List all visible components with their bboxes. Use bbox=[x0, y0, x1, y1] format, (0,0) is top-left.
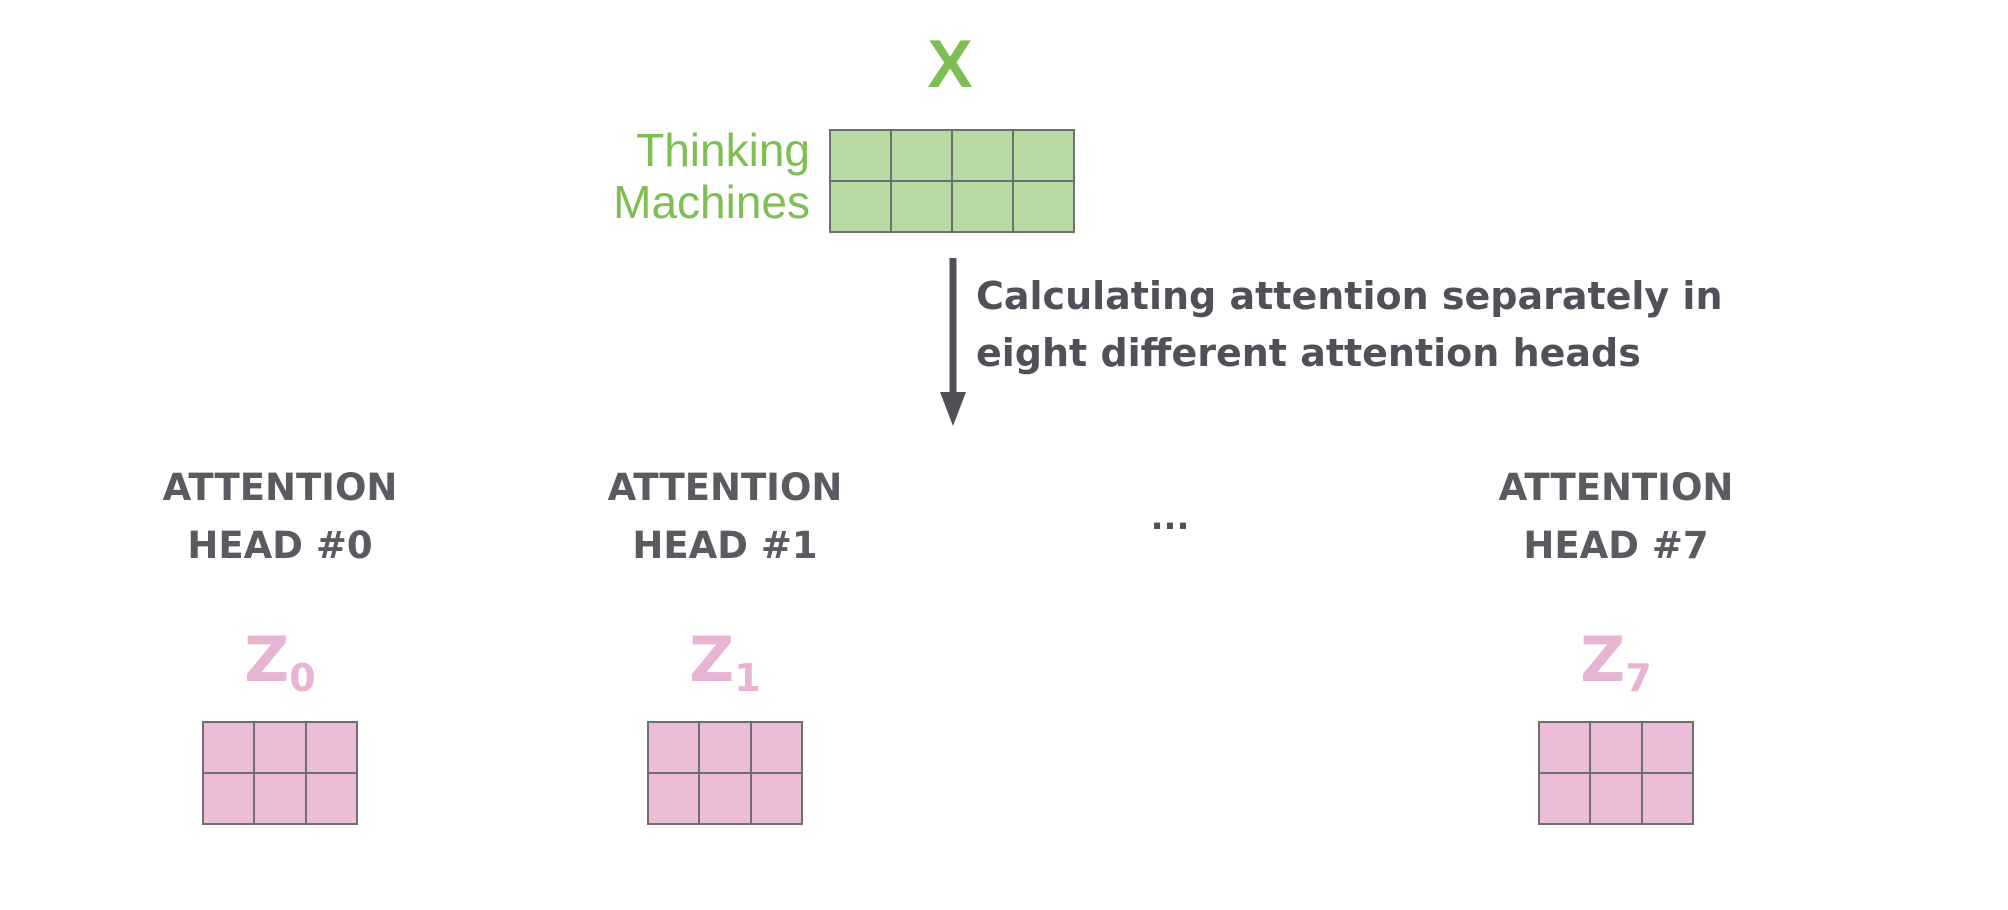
matrix-cell bbox=[830, 130, 891, 181]
matrix-cell bbox=[648, 773, 700, 824]
head-title-line-2: HEAD #7 bbox=[1523, 524, 1709, 567]
input-x-label: X bbox=[927, 26, 973, 102]
matrix-cell bbox=[1590, 722, 1642, 773]
matrix-cell bbox=[1539, 722, 1591, 773]
z-output-label: Z7 bbox=[1580, 623, 1652, 701]
input-x-matrix bbox=[829, 129, 1075, 233]
matrix-cell bbox=[203, 722, 255, 773]
z-output-label: Z1 bbox=[689, 623, 761, 701]
input-words: Thinking Machines bbox=[560, 124, 810, 228]
head-title-line-2: HEAD #0 bbox=[187, 524, 373, 567]
head-title-line-2: HEAD #1 bbox=[632, 524, 818, 567]
arrow-caption: Calculating attention separately in eigh… bbox=[976, 268, 1876, 382]
caption-line-2: eight different attention heads bbox=[976, 331, 1641, 375]
attention-head-7: ATTENTION HEAD #7 Z7 bbox=[1466, 459, 1766, 825]
matrix-cell bbox=[699, 722, 751, 773]
z-output-label: Z0 bbox=[244, 623, 316, 701]
matrix-cell bbox=[648, 722, 700, 773]
head-title-line-1: ATTENTION bbox=[162, 466, 398, 509]
z-output-matrix bbox=[647, 721, 803, 825]
matrix-cell bbox=[891, 130, 952, 181]
matrix-cell bbox=[952, 181, 1013, 232]
matrix-cell bbox=[830, 181, 891, 232]
word-label-machines: Machines bbox=[613, 176, 810, 228]
ellipsis: ... bbox=[1150, 498, 1190, 538]
matrix-cell bbox=[1641, 722, 1693, 773]
matrix-cell bbox=[203, 773, 255, 824]
matrix-cell bbox=[1590, 773, 1642, 824]
down-arrow-icon bbox=[940, 258, 966, 426]
matrix-cell bbox=[699, 773, 751, 824]
matrix-cell bbox=[1641, 773, 1693, 824]
matrix-cell bbox=[1539, 773, 1591, 824]
attention-head-0: ATTENTION HEAD #0 Z0 bbox=[130, 459, 430, 825]
attention-head-1: ATTENTION HEAD #1 Z1 bbox=[575, 459, 875, 825]
matrix-cell bbox=[1013, 130, 1074, 181]
matrix-cell bbox=[1013, 181, 1074, 232]
matrix-cell bbox=[305, 773, 357, 824]
matrix-cell bbox=[254, 773, 306, 824]
matrix-cell bbox=[952, 130, 1013, 181]
head-title-line-1: ATTENTION bbox=[607, 466, 843, 509]
head-title-line-1: ATTENTION bbox=[1498, 466, 1734, 509]
caption-line-1: Calculating attention separately in bbox=[976, 274, 1723, 318]
word-label-thinking: Thinking bbox=[636, 124, 810, 176]
z-output-matrix bbox=[202, 721, 358, 825]
matrix-cell bbox=[750, 773, 802, 824]
matrix-cell bbox=[254, 722, 306, 773]
matrix-cell bbox=[305, 722, 357, 773]
matrix-cell bbox=[891, 181, 952, 232]
matrix-cell bbox=[750, 722, 802, 773]
z-output-matrix bbox=[1538, 721, 1694, 825]
